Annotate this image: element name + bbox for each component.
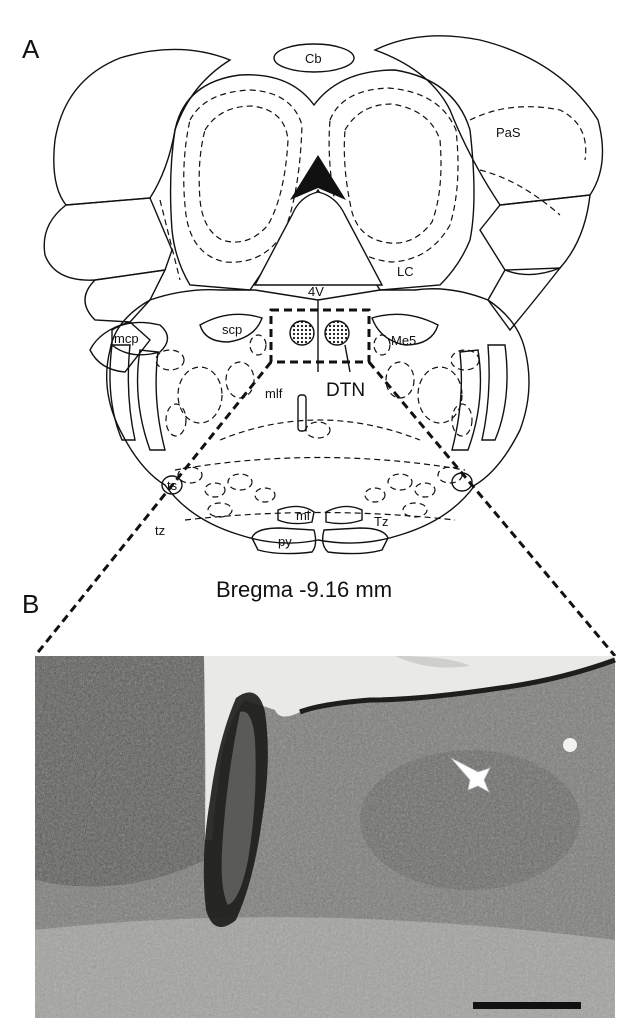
label-cb: Cb bbox=[305, 51, 322, 66]
label-tz-lower: tz bbox=[155, 523, 165, 538]
left-paraflocculus-outline bbox=[54, 49, 230, 205]
label-lc: LC bbox=[397, 264, 414, 279]
left-strap-2 bbox=[138, 350, 165, 450]
scale-bar bbox=[473, 1002, 581, 1009]
label-pas: PaS bbox=[496, 125, 521, 140]
dtn-pointer-line bbox=[345, 345, 350, 372]
bregma-caption: Bregma -9.16 mm bbox=[216, 577, 392, 602]
pas-dashed-contour bbox=[470, 107, 586, 160]
right-dtn-nucleus bbox=[325, 321, 349, 345]
mlf-outline bbox=[298, 395, 306, 431]
label-4v: 4V bbox=[308, 284, 324, 299]
ventricle-roof-outline bbox=[255, 192, 382, 285]
left-lobule-dashed-inner bbox=[199, 106, 288, 242]
micrograph bbox=[35, 656, 615, 1018]
projection-line-left bbox=[35, 362, 271, 656]
dtn-region-box bbox=[271, 310, 369, 362]
pons-dashed-arc-2 bbox=[185, 513, 455, 521]
left-hemisphere-dashed bbox=[160, 200, 180, 280]
pons-dashed-arc bbox=[175, 458, 465, 471]
label-me5: Me5 bbox=[391, 333, 416, 348]
right-flocculus-upper bbox=[480, 195, 590, 275]
vessel-lumen bbox=[563, 738, 577, 752]
label-dtn: DTN bbox=[326, 380, 365, 401]
left-outer-lobe bbox=[90, 322, 150, 372]
panel-label-a: A bbox=[22, 34, 40, 64]
label-mcp: mcp bbox=[114, 331, 139, 346]
left-flocculus-lower bbox=[85, 270, 165, 322]
label-mlf: mlf bbox=[265, 386, 283, 401]
ml-right-outline bbox=[326, 506, 362, 523]
right-strap-2 bbox=[452, 350, 480, 450]
projection-line-right bbox=[369, 362, 615, 656]
left-flocculus-upper bbox=[44, 198, 172, 280]
label-tz-upper: Tz bbox=[374, 514, 388, 529]
label-scp: scp bbox=[222, 322, 242, 337]
left-dtn-nucleus bbox=[290, 321, 314, 345]
left-strap-1 bbox=[110, 345, 135, 440]
label-py: py bbox=[278, 534, 292, 549]
right-strap-1 bbox=[482, 345, 507, 440]
tegmentum-dashed-arc bbox=[220, 420, 420, 440]
right-flocculus-lower bbox=[488, 268, 560, 330]
panel-label-b: B bbox=[22, 589, 39, 619]
right-lobule-dashed-inner bbox=[344, 104, 441, 243]
label-ml: ml bbox=[296, 508, 310, 523]
right-paraflocculus-outline bbox=[375, 36, 603, 205]
schematic-section: Cb PaS mcp scp Me5 LC bbox=[44, 36, 602, 554]
